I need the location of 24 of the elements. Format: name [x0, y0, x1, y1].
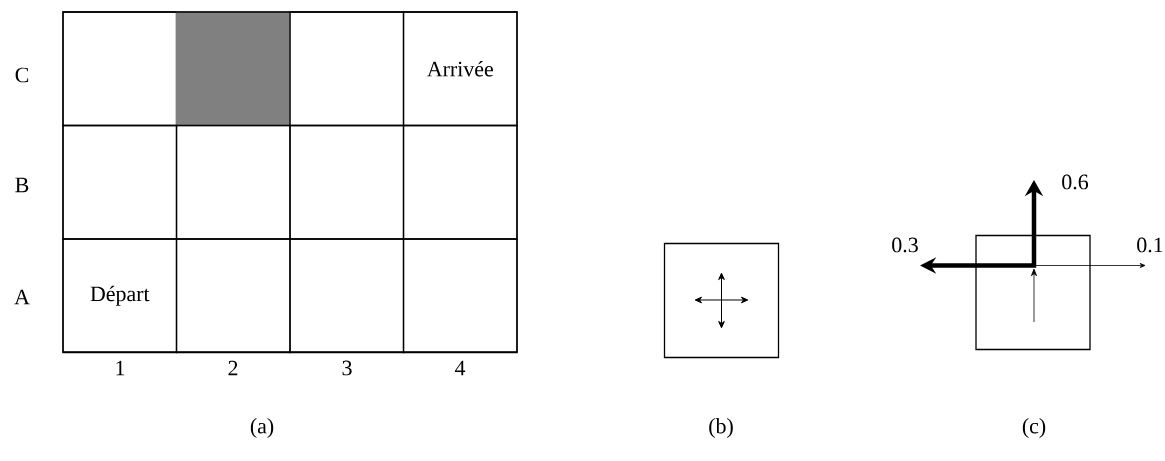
square-box: [975, 234, 1091, 351]
square-box: [663, 242, 780, 359]
grid-cell: [402, 124, 518, 240]
grid-cell: [175, 238, 291, 354]
grid-cell: Arrivée: [402, 11, 518, 127]
probability-label: 0.3: [892, 237, 918, 253]
probability-label: 0.1: [1137, 237, 1163, 253]
grid-cell: [402, 238, 518, 354]
probability-label: 0.6: [1062, 174, 1089, 190]
shaded-cell: [175, 11, 291, 127]
row-label: B: [15, 177, 29, 193]
subfigure-caption: (c): [1022, 418, 1046, 438]
column-label: 4: [454, 360, 466, 376]
row-label: A: [14, 289, 30, 305]
grid-cell: Départ: [62, 238, 178, 354]
subfigure-caption: (a): [250, 418, 274, 438]
column-label: 3: [342, 360, 352, 376]
subfigure-caption: (b): [709, 418, 733, 438]
column-label: 2: [228, 360, 238, 376]
grid-cell: [289, 238, 405, 354]
grid-cell: [175, 124, 291, 240]
column-label: 1: [116, 360, 125, 376]
grid-cell: [289, 124, 405, 240]
row-label: C: [15, 67, 29, 83]
